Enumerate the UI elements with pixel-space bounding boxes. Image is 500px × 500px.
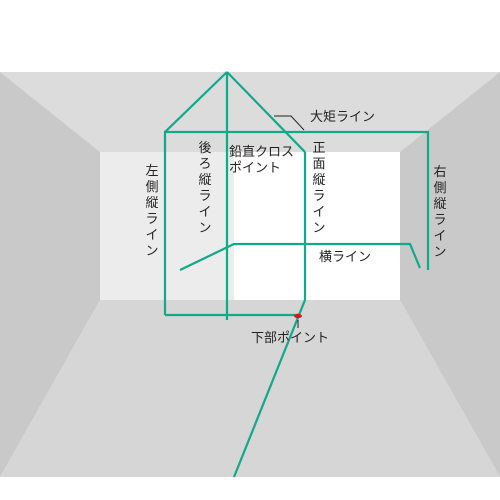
plumb-cross-point-label-line1: 鉛直クロス [229, 145, 294, 160]
vertical-label-char: 縦 [198, 173, 211, 188]
great-line-label: 大矩ライン [310, 110, 375, 125]
great-line-leader [274, 115, 305, 131]
plumb-cross-point-label-line2: ポイント [229, 161, 281, 176]
vertical-label-char: ン [198, 221, 211, 236]
vertical-label-char: イ [198, 205, 211, 220]
floor-vertical-laser-line [232, 299, 307, 478]
right-wall-surface [400, 72, 500, 477]
vertical-label-char: ラ [198, 189, 211, 204]
vertical-label-char: 側 [433, 181, 446, 196]
laser-lines [163, 71, 430, 478]
vertical-label-char: 面 [312, 157, 325, 172]
vertical-label-char: ン [433, 245, 446, 260]
vertical-label-char: イ [145, 228, 158, 243]
vertical-label-char: イ [433, 229, 446, 244]
right-vertical-line-label: 右側縦ライン [433, 165, 446, 260]
front-vertical-line-label: 正面縦ライン [312, 141, 325, 236]
vertical-label-char: ラ [433, 213, 446, 228]
great-line-frame [163, 130, 430, 315]
bottom-point-label: 下部ポイント [251, 331, 329, 346]
vertical-label-char: 縦 [433, 197, 446, 212]
vertical-label-char: 縦 [312, 173, 325, 188]
leader-lines [274, 115, 305, 328]
horizontal-laser-line [179, 242, 422, 271]
vertical-label-char: 側 [145, 180, 158, 195]
vertical-label-char: イ [312, 205, 325, 220]
floor-surface [0, 300, 500, 477]
vertical-label-char: ラ [312, 189, 325, 204]
vertical-label-char: ン [312, 221, 325, 236]
ceiling-diagonal-laser-line-left [164, 71, 228, 133]
rear-vertical-line-label: 後ろ縦ライン [198, 141, 211, 236]
back-wall [234, 152, 400, 300]
bottom-laser-point [294, 313, 302, 319]
ceiling-diagonal-laser-line-right [226, 71, 306, 153]
vertical-label-char: 右 [433, 165, 446, 180]
vertical-label-char: ラ [145, 212, 158, 227]
left-vertical-line-label: 左側縦ライン [145, 164, 158, 259]
vertical-label-char: ン [145, 244, 158, 259]
vertical-label-char: ろ [198, 157, 211, 172]
horizontal-line-label: 横ライン [319, 250, 371, 265]
vertical-label-char: 縦 [145, 196, 158, 211]
vertical-label-char: 正 [312, 141, 325, 156]
left-wall-surface [0, 72, 100, 477]
vertical-label-char: 左 [145, 164, 158, 179]
vertical-label-char: 後 [198, 141, 211, 156]
plumb-cross-point-label: 鉛直クロス ポイント [229, 145, 298, 176]
